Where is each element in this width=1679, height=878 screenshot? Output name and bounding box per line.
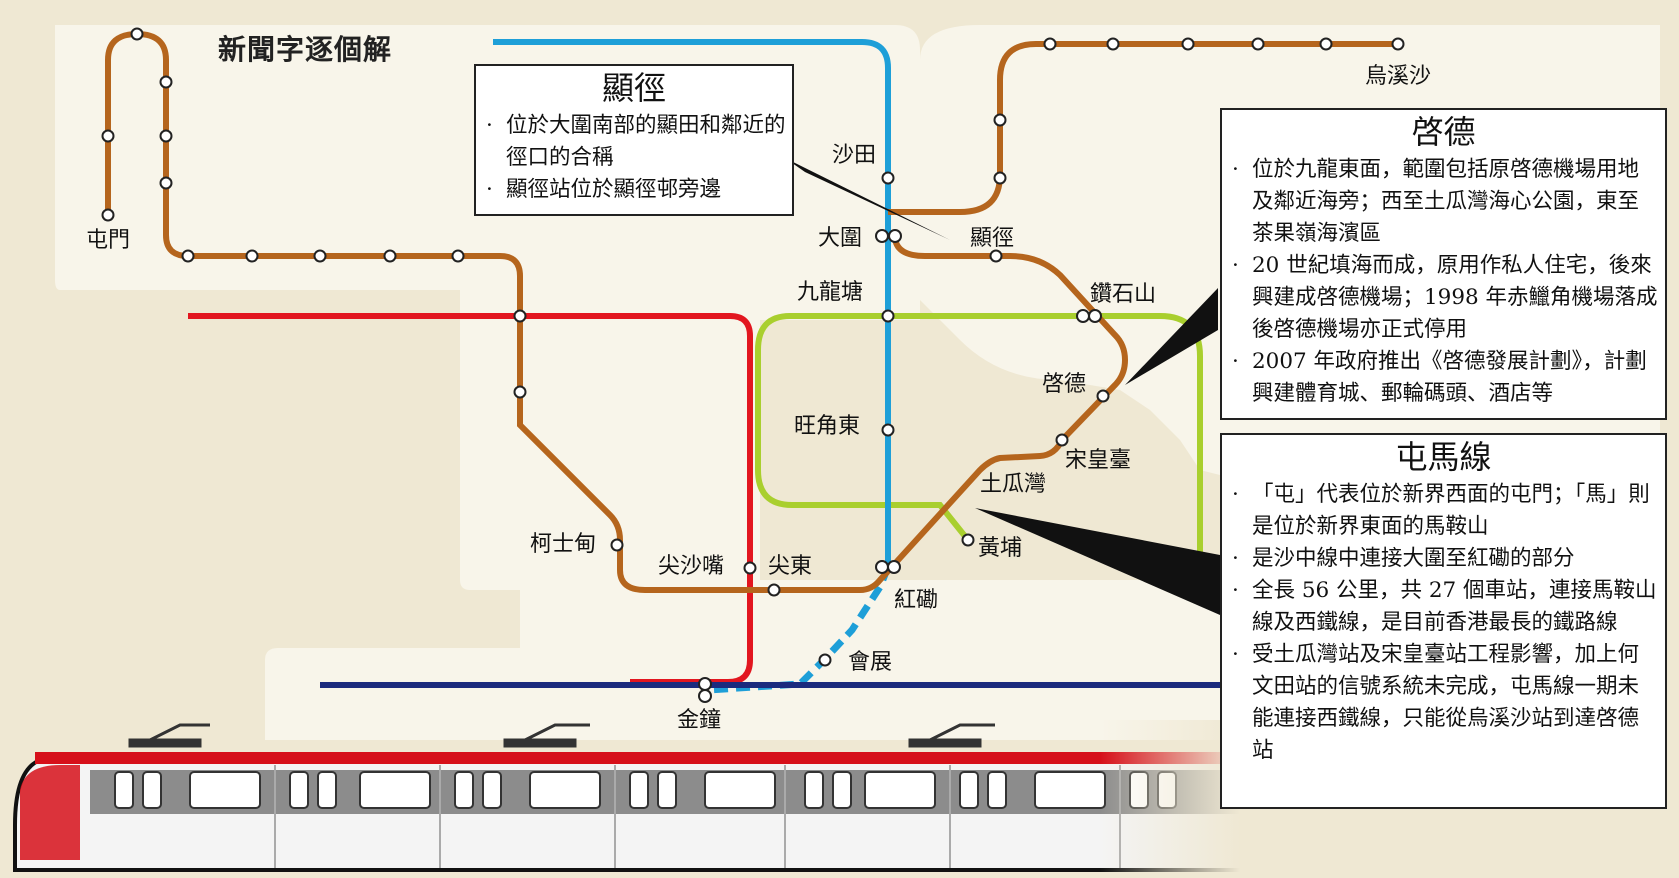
station-marker[interactable] bbox=[1319, 37, 1333, 51]
station-sha-tin[interactable]: 沙田 bbox=[832, 143, 877, 168]
station-east-tst[interactable]: 尖東 bbox=[768, 554, 813, 579]
train-nose bbox=[20, 765, 80, 860]
callout-pointer-hin-keng bbox=[785, 158, 950, 240]
station-marker[interactable] bbox=[313, 249, 327, 263]
station-marker[interactable] bbox=[881, 171, 895, 185]
info-list-hin-keng: 位於大圍南部的顯田和鄰近的徑口的合稱 顯徑站位於顯徑邨旁邊 bbox=[476, 110, 792, 210]
station-marker[interactable] bbox=[1043, 37, 1057, 51]
station-marker[interactable] bbox=[245, 249, 259, 263]
info-list-kai-tak: 位於九龍東面，範圍包括原啓德機場用地及鄰近海旁；西至土瓜灣海心公園，東至茶果嶺海… bbox=[1222, 154, 1665, 414]
station-tuen-mun[interactable]: 屯門 bbox=[86, 228, 131, 253]
info-item: 全長 56 公里，共 27 個車站，連接馬鞍山線及西鐵線，是目前香港最長的鐵路線 bbox=[1232, 575, 1659, 639]
station-marker[interactable] bbox=[887, 560, 901, 574]
station-marker[interactable] bbox=[513, 385, 527, 399]
station-marker[interactable] bbox=[1076, 309, 1090, 323]
station-tsim-sha-tsui[interactable]: 尖沙嘴 bbox=[658, 554, 725, 579]
info-title-kai-tak: 啓德 bbox=[1411, 113, 1476, 151]
info-item: 位於大圍南部的顯田和鄰近的徑口的合稱 bbox=[486, 110, 786, 174]
east-rail-line bbox=[493, 39, 891, 567]
station-wu-kai-sha[interactable]: 烏溪沙 bbox=[1365, 64, 1432, 89]
callout-pointer-kai-tak bbox=[1125, 288, 1218, 385]
info-title-tuen-ma: 屯馬線 bbox=[1395, 438, 1492, 476]
station-hin-keng[interactable]: 顯徑 bbox=[970, 226, 1015, 251]
station-markers bbox=[101, 27, 1405, 703]
info-box-tuen-ma: 屯馬線 「屯」代表位於新界西面的屯門；「馬」則是位於新界東面的馬鞍山 是沙中線中… bbox=[1220, 433, 1667, 809]
station-marker[interactable] bbox=[743, 561, 757, 575]
tsuen-wan-line bbox=[188, 313, 753, 685]
station-whampoa[interactable]: 黃埔 bbox=[978, 536, 1023, 561]
station-marker[interactable] bbox=[767, 583, 781, 597]
station-kai-tak[interactable]: 啓德 bbox=[1042, 372, 1087, 397]
station-marker[interactable] bbox=[101, 129, 115, 143]
station-marker[interactable] bbox=[993, 171, 1007, 185]
station-marker[interactable] bbox=[1088, 309, 1102, 323]
kwun-tong-line-west bbox=[755, 313, 971, 542]
station-marker[interactable] bbox=[383, 249, 397, 263]
info-item: 受土瓜灣站及宋皇臺站工程影響，加上何文田站的信號系統未完成，屯馬線一期未能連接西… bbox=[1232, 639, 1659, 767]
station-marker[interactable] bbox=[698, 689, 712, 703]
station-marker[interactable] bbox=[993, 113, 1007, 127]
station-marker[interactable] bbox=[875, 229, 889, 243]
tuen-ma-line-east bbox=[888, 41, 1398, 215]
station-marker[interactable] bbox=[159, 75, 173, 89]
station-marker[interactable] bbox=[881, 423, 895, 437]
station-marker[interactable] bbox=[130, 27, 144, 41]
station-marker[interactable] bbox=[888, 229, 902, 243]
map-title: 新聞字逐個解 bbox=[218, 33, 393, 66]
station-admiralty[interactable]: 金鐘 bbox=[677, 708, 722, 733]
station-marker[interactable] bbox=[1251, 37, 1265, 51]
info-item: 顯徑站位於顯徑邨旁邊 bbox=[486, 174, 786, 206]
station-marker[interactable] bbox=[818, 653, 832, 667]
station-marker[interactable] bbox=[513, 309, 527, 323]
station-kowloon-tong[interactable]: 九龍塘 bbox=[797, 280, 864, 305]
station-marker[interactable] bbox=[961, 533, 975, 547]
info-item: 20 世紀填海而成，原用作私人住宅，後來興建成啓德機場；1998 年赤鱲角機場落… bbox=[1232, 250, 1659, 346]
station-marker[interactable] bbox=[989, 249, 1003, 263]
info-list-tuen-ma: 「屯」代表位於新界西面的屯門；「馬」則是位於新界東面的馬鞍山 是沙中線中連接大圍… bbox=[1222, 479, 1665, 771]
train-fade bbox=[1100, 720, 1240, 878]
station-marker[interactable] bbox=[875, 560, 889, 574]
station-marker[interactable] bbox=[1181, 37, 1195, 51]
station-marker[interactable] bbox=[1055, 433, 1069, 447]
station-marker[interactable] bbox=[181, 249, 195, 263]
station-to-kwa-wan[interactable]: 土瓜灣 bbox=[980, 472, 1047, 497]
info-box-hin-keng: 顯徑 位於大圍南部的顯田和鄰近的徑口的合稱 顯徑站位於顯徑邨旁邊 bbox=[474, 64, 794, 216]
station-marker[interactable] bbox=[101, 208, 115, 222]
station-austin[interactable]: 柯士甸 bbox=[530, 532, 597, 557]
station-marker[interactable] bbox=[881, 309, 895, 323]
station-mong-kok-east[interactable]: 旺角東 bbox=[794, 414, 861, 439]
station-marker[interactable] bbox=[610, 538, 624, 552]
station-hung-hom[interactable]: 紅磡 bbox=[894, 588, 939, 613]
station-marker[interactable] bbox=[1391, 37, 1405, 51]
station-marker[interactable] bbox=[1096, 389, 1110, 403]
station-diamond-hill[interactable]: 鑽石山 bbox=[1090, 282, 1157, 307]
station-marker[interactable] bbox=[451, 249, 465, 263]
pantographs bbox=[128, 723, 995, 748]
station-marker[interactable] bbox=[1106, 37, 1120, 51]
info-title-hin-keng: 顯徑 bbox=[601, 69, 666, 107]
info-item: 位於九龍東面，範圍包括原啓德機場用地及鄰近海旁；西至土瓜灣海心公園，東至茶果嶺海… bbox=[1232, 154, 1659, 250]
info-item: 是沙中線中連接大圍至紅磡的部分 bbox=[1232, 543, 1659, 575]
station-marker[interactable] bbox=[159, 176, 173, 190]
info-item: 「屯」代表位於新界西面的屯門；「馬」則是位於新界東面的馬鞍山 bbox=[1232, 479, 1659, 543]
callout-pointer-tuen-ma bbox=[975, 508, 1220, 615]
info-item: 2007 年政府推出《啓德發展計劃》，計劃興建體育城、郵輪碼頭、酒店等 bbox=[1232, 346, 1659, 410]
tuen-ma-line bbox=[105, 30, 1129, 593]
station-tai-wai[interactable]: 大圍 bbox=[818, 226, 863, 251]
station-exhibition[interactable]: 會展 bbox=[848, 650, 893, 675]
station-marker[interactable] bbox=[159, 129, 173, 143]
info-box-kai-tak: 啓德 位於九龍東面，範圍包括原啓德機場用地及鄰近海旁；西至土瓜灣海心公園，東至茶… bbox=[1220, 108, 1667, 420]
station-marker[interactable] bbox=[698, 677, 712, 691]
station-sung-wong-toi[interactable]: 宋皇臺 bbox=[1065, 448, 1132, 473]
